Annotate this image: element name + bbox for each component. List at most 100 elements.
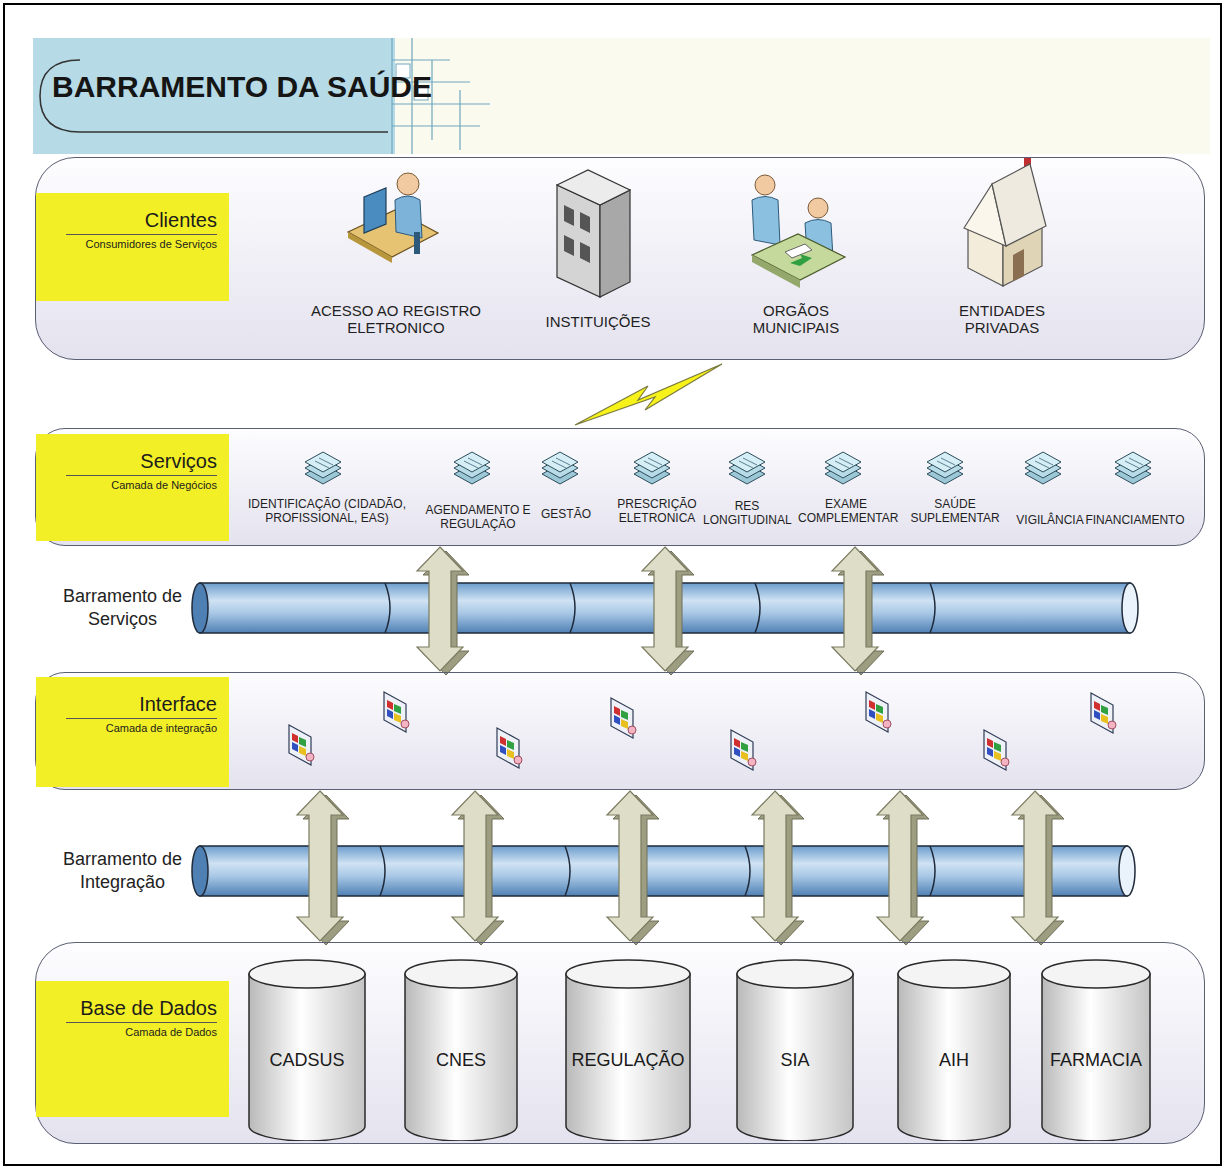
bus-pipe xyxy=(192,846,208,896)
frame xyxy=(4,4,1221,1165)
band-fill xyxy=(35,157,1205,360)
database-name: CNES xyxy=(436,1050,486,1070)
database-name: CADSUS xyxy=(248,1050,366,1071)
service-icon xyxy=(729,452,765,484)
service-label: FINANCIAMENTO xyxy=(1083,514,1187,528)
service-icon xyxy=(927,452,963,484)
building-icon xyxy=(557,170,630,297)
cylinder-top xyxy=(249,960,365,988)
service-label: GESTÃO xyxy=(536,508,596,522)
bidirectional-arrow xyxy=(752,791,804,945)
database-name: CNES xyxy=(404,1050,518,1071)
arrow-face xyxy=(417,547,463,671)
diagram-title: BARRAMENTO DA SAÚDE xyxy=(52,70,432,104)
meeting-icon xyxy=(755,175,775,195)
meeting-icon xyxy=(790,254,812,266)
layer-subtitle: Camada de integração xyxy=(66,722,217,735)
service-icon xyxy=(634,452,670,484)
arrow-face xyxy=(877,791,923,941)
meeting-icon xyxy=(808,198,828,218)
database-name: SIA xyxy=(780,1050,809,1070)
client-label: ENTIDADES PRIVADAS xyxy=(942,302,1062,337)
cylinder-top xyxy=(737,960,853,988)
interface-icon xyxy=(384,692,409,732)
cylinder-body xyxy=(1042,974,1150,1141)
computer-user-icon xyxy=(348,210,438,257)
meeting-icon xyxy=(785,244,812,258)
client-label: INSTITUIÇÕES xyxy=(528,313,668,330)
database-cylinder: FARMACIA xyxy=(1041,959,1151,1141)
interface-icon xyxy=(497,728,522,768)
interface-icon xyxy=(984,730,1009,770)
cylinder-body xyxy=(249,974,365,1141)
database-name: CADSUS xyxy=(269,1050,344,1070)
database-name: AIH xyxy=(897,1050,1011,1071)
bidirectional-arrow xyxy=(297,791,349,945)
computer-user-icon xyxy=(348,173,438,263)
band-fill xyxy=(35,942,1205,1144)
service-icon xyxy=(542,452,578,484)
interface-icon xyxy=(289,692,1116,770)
meeting-icon xyxy=(752,175,845,288)
bidirectional-arrow xyxy=(877,791,929,945)
building-icon xyxy=(557,170,630,205)
house-icon xyxy=(1013,249,1024,281)
service-icon xyxy=(825,452,861,484)
arrow-face xyxy=(752,791,798,941)
arrow-face xyxy=(832,547,878,671)
database-name: FARMACIA xyxy=(1041,1050,1151,1071)
bidirectional-arrow xyxy=(417,547,469,675)
interface-icon xyxy=(1091,693,1116,733)
arrow-face xyxy=(297,791,343,941)
computer-user-icon xyxy=(397,173,419,195)
database-name: REGULAÇÃO xyxy=(565,1050,691,1071)
database-name: REGULAÇÃO xyxy=(571,1050,684,1070)
service-label: EXAME COMPLEMENTAR xyxy=(798,498,894,526)
header xyxy=(33,38,1210,154)
meeting-icon xyxy=(752,234,845,280)
band-fill xyxy=(35,428,1205,546)
building-icon xyxy=(580,242,590,263)
client-label: ACESSO AO REGISTRO ELETRONICO xyxy=(296,302,496,337)
service-label: SAÚDE SUPLEMENTAR xyxy=(907,498,1003,526)
bus-label-box: Barramento de Integração xyxy=(55,841,190,901)
service-icon xyxy=(305,452,1151,484)
client-label: ORGÃOS MUNICIPAIS xyxy=(736,302,856,337)
meeting-icon xyxy=(752,255,800,288)
layer-subtitle: Consumidores de Serviços xyxy=(66,238,217,251)
lightning-symbol xyxy=(575,364,722,425)
bidirectional-arrow xyxy=(642,547,694,675)
building-icon xyxy=(564,235,574,256)
bidirectional-arrow xyxy=(452,791,504,945)
service-label: PRESCRIÇÃO ELETRONICA xyxy=(614,498,700,526)
cylinder-body xyxy=(405,974,517,1141)
computer-user-icon xyxy=(414,232,420,254)
cylinder-top xyxy=(405,960,517,988)
bus-pipe xyxy=(192,583,208,633)
service-label: VIGILÂNCIA xyxy=(1010,514,1090,528)
service-icon xyxy=(1115,452,1151,484)
bus-label: Barramento de Integração xyxy=(55,848,190,895)
interface-icon xyxy=(611,698,636,738)
layer-name: Serviços xyxy=(66,450,217,476)
band-fill xyxy=(35,157,1205,1144)
bus-node: Barramento de Integração xyxy=(55,841,1135,901)
layer-band: Base de DadosCamada de DadosCADSUSCNESRE… xyxy=(35,942,1205,1144)
computer-user-icon xyxy=(364,188,386,233)
cylinder-body xyxy=(898,974,1010,1141)
database-name: AIH xyxy=(939,1050,969,1070)
service-label: IDENTIFICAÇÃO (CIDADÃO, PROFISSIONAL, EA… xyxy=(232,498,422,526)
bus-pipe xyxy=(1119,846,1135,896)
bus-label-box: Barramento de Serviços xyxy=(55,578,190,638)
layer-label-panel: InterfaceCamada de integração xyxy=(36,677,229,787)
service-icon xyxy=(454,452,490,484)
service-icon xyxy=(305,452,341,484)
database-cylinder: AIH xyxy=(897,959,1011,1141)
computer-user-icon xyxy=(348,232,392,263)
layer-name: Interface xyxy=(66,693,217,719)
arrow-face xyxy=(1012,791,1058,941)
arrow-face xyxy=(607,791,653,941)
house-icon xyxy=(964,158,1046,286)
lightning-symbol xyxy=(575,364,722,425)
